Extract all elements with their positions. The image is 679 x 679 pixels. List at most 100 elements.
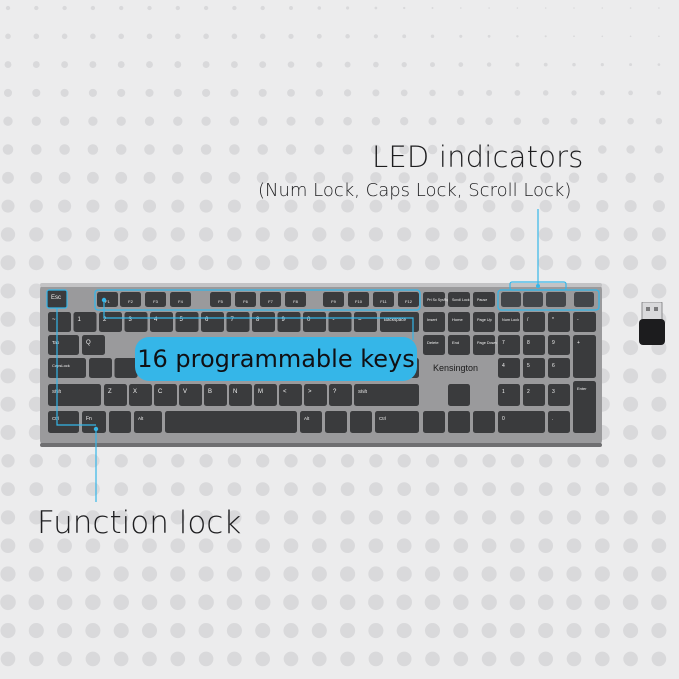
- key-media-2[interactable]: [523, 292, 543, 307]
- key-media-3[interactable]: [546, 292, 566, 307]
- key-num-slash[interactable]: /: [523, 312, 545, 332]
- key-num-enter[interactable]: Enter: [573, 381, 596, 433]
- key-media-4-cap: [574, 292, 594, 307]
- key-q[interactable]: Q: [82, 335, 105, 355]
- key-f11[interactable]: F11: [373, 292, 394, 307]
- key-num-plus[interactable]: +: [573, 335, 596, 378]
- key-ctrl-left[interactable]: Ctrl: [48, 411, 79, 433]
- key-number-10[interactable]: 0: [303, 312, 326, 332]
- key-number-11[interactable]: -: [328, 312, 352, 332]
- background-dot: [487, 34, 491, 38]
- key-ctrl-right[interactable]: Ctrl: [375, 411, 419, 433]
- key-number-6[interactable]: 6: [201, 312, 224, 332]
- key-num-7[interactable]: 7: [498, 335, 520, 355]
- key-shift-right[interactable]: Shift: [354, 384, 419, 406]
- key-c[interactable]: C: [154, 384, 177, 406]
- key-number-12[interactable]: =: [354, 312, 377, 332]
- key-num-9[interactable]: 9: [548, 335, 570, 355]
- key-v[interactable]: V: [179, 384, 202, 406]
- key-pgdn[interactable]: Page Down: [473, 335, 497, 355]
- key-number-8[interactable]: 8: [252, 312, 275, 332]
- key-alt-right[interactable]: Alt: [300, 411, 322, 433]
- key-num-5[interactable]: 5: [523, 358, 545, 378]
- key-z[interactable]: Z: [104, 384, 127, 406]
- key-f6[interactable]: F6: [235, 292, 256, 307]
- key-number-7[interactable]: 7: [226, 312, 250, 332]
- key-down[interactable]: [448, 411, 470, 433]
- key-prtsc[interactable]: Prt Sc SysRq: [423, 292, 448, 307]
- key-scroll[interactable]: Scroll Lock: [448, 292, 470, 307]
- key-space[interactable]: [165, 411, 297, 433]
- key-number-4[interactable]: 4: [150, 312, 173, 332]
- key-media-4[interactable]: [574, 292, 594, 307]
- key-num-dot[interactable]: .: [548, 411, 570, 433]
- key-win[interactable]: [109, 411, 131, 433]
- background-dot: [283, 594, 299, 611]
- key-f7[interactable]: F7: [260, 292, 281, 307]
- key-f1[interactable]: F1: [97, 292, 118, 307]
- key-f9-cap: [323, 292, 344, 307]
- key-number-1[interactable]: 1: [73, 312, 97, 332]
- key-num-0[interactable]: 0: [498, 411, 545, 433]
- key-number-2[interactable]: 2: [99, 312, 122, 332]
- key-n[interactable]: N: [229, 384, 252, 406]
- key-number-5[interactable]: 5: [175, 312, 199, 332]
- key-left[interactable]: [423, 411, 445, 433]
- key-num-1[interactable]: 1: [498, 384, 520, 406]
- key-num-8[interactable]: 8: [523, 335, 545, 355]
- key-backspace[interactable]: Backspace: [380, 312, 419, 332]
- key-num-2[interactable]: 2: [523, 384, 545, 406]
- background-dot: [368, 510, 384, 525]
- key-down-cap: [448, 411, 470, 433]
- background-dot: [258, 116, 268, 126]
- key-num-4[interactable]: 4: [498, 358, 520, 378]
- key-period[interactable]: >: [304, 384, 327, 406]
- key-slash[interactable]: ?: [329, 384, 352, 406]
- key-num-1-label: 1: [502, 389, 505, 395]
- key-alt-left[interactable]: Alt: [134, 411, 162, 433]
- key-tab[interactable]: Tab: [48, 335, 79, 355]
- key-esc[interactable]: Esc: [47, 290, 67, 308]
- key-pause[interactable]: Pause: [473, 292, 495, 307]
- background-dot: [199, 482, 213, 496]
- background-dot: [455, 172, 467, 184]
- key-num-3[interactable]: 3: [548, 384, 570, 406]
- background-dot: [61, 33, 68, 40]
- key-m[interactable]: M: [254, 384, 277, 406]
- key-pgup[interactable]: Page Up: [473, 312, 495, 332]
- key-home[interactable]: Home: [448, 312, 470, 332]
- key-f12[interactable]: F12: [398, 292, 419, 307]
- key-f10[interactable]: F10: [348, 292, 369, 307]
- key-number-0[interactable]: ~: [48, 312, 71, 332]
- key-capslock[interactable]: CapsLock: [48, 358, 86, 378]
- key-home-row-1[interactable]: [114, 358, 138, 378]
- key-number-3[interactable]: 3: [124, 312, 148, 332]
- key-home-row-0[interactable]: [89, 358, 112, 378]
- key-right[interactable]: [473, 411, 495, 433]
- key-up[interactable]: [448, 384, 470, 406]
- key-f3[interactable]: F3: [145, 292, 166, 307]
- key-copilot[interactable]: [325, 411, 347, 433]
- key-insert[interactable]: Insert: [423, 312, 445, 332]
- key-end[interactable]: End: [448, 335, 470, 355]
- key-f9[interactable]: F9: [323, 292, 344, 307]
- key-numlock[interactable]: Num Lock: [498, 312, 520, 332]
- key-shift-left[interactable]: Shift: [48, 384, 101, 406]
- key-fn[interactable]: Fn: [82, 411, 106, 433]
- background-dot: [313, 172, 326, 184]
- key-f5[interactable]: F5: [210, 292, 231, 307]
- background-dot: [56, 594, 73, 611]
- key-num-minus[interactable]: -: [573, 312, 596, 332]
- key-num-star[interactable]: *: [548, 312, 570, 332]
- key-f8[interactable]: F8: [285, 292, 306, 307]
- key-b[interactable]: B: [204, 384, 227, 406]
- key-x[interactable]: X: [129, 384, 152, 406]
- key-f2[interactable]: F2: [120, 292, 141, 307]
- key-number-9[interactable]: 9: [277, 312, 301, 332]
- key-comma[interactable]: <: [279, 384, 302, 406]
- key-delete[interactable]: Delete: [423, 335, 445, 355]
- key-menu[interactable]: [350, 411, 372, 433]
- key-num-6[interactable]: 6: [548, 358, 570, 378]
- key-media-1[interactable]: [501, 292, 521, 307]
- key-f4[interactable]: F4: [170, 292, 191, 307]
